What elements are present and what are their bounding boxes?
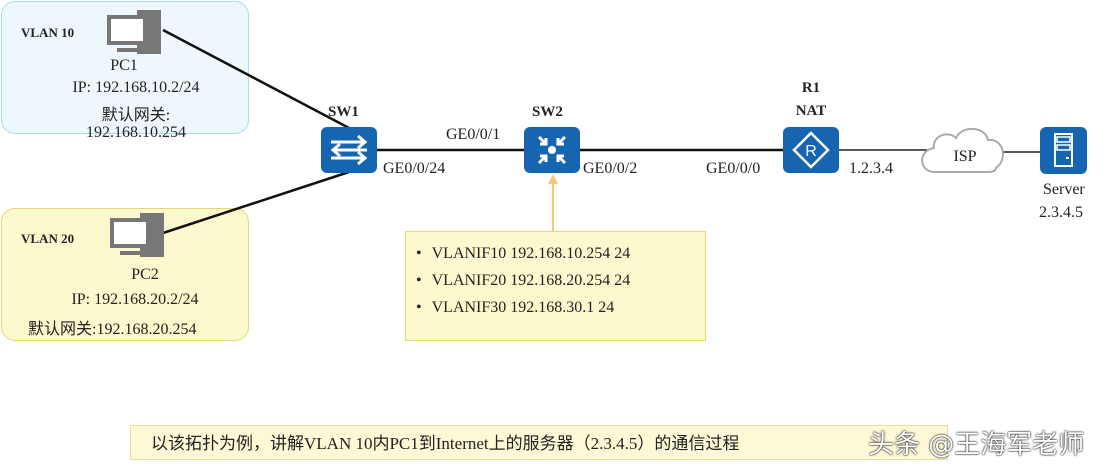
sw2-port-ge0-0-1: GE0/0/1 (446, 126, 501, 143)
pc2-name: PC2 (131, 266, 159, 283)
interface-item: VLANIF10 192.168.10.254 24 (416, 240, 705, 267)
pc1-ip: IP: 192.168.10.2/24 (72, 79, 200, 96)
sw2-interfaces-callout: VLANIF10 192.168.10.254 24 VLANIF20 192.… (405, 231, 706, 341)
r1-label: R1 (801, 80, 821, 96)
r1-port-ge0-0-0: GE0/0/0 (706, 160, 761, 177)
vlan10-label: VLAN 10 (21, 25, 75, 40)
sw1-switch-icon[interactable] (321, 127, 377, 173)
link-pc1-sw1 (162, 28, 350, 130)
interface-item: VLANIF20 192.168.20.254 24 (416, 267, 705, 294)
svg-text:R: R (805, 143, 817, 160)
pc2-gateway: 默认网关:192.168.20.254 (28, 321, 197, 338)
interface-item: VLANIF30 192.168.30.1 24 (416, 294, 705, 321)
r1-role: NAT (795, 103, 827, 119)
r1-public-ip: 1.2.3.4 (849, 160, 893, 177)
server-icon[interactable] (1040, 127, 1087, 174)
sw1-port-ge0-0-24: GE0/0/24 (383, 160, 446, 177)
callout-arrowhead (548, 174, 558, 184)
sw2-port-ge0-0-2: GE0/0/2 (583, 160, 638, 177)
watermark: 头条 @王海军老师 (868, 430, 1085, 460)
r1-router-icon[interactable]: R (783, 127, 839, 173)
pc2-computer-icon[interactable] (110, 213, 166, 259)
link-pc2-sw1 (159, 170, 350, 236)
sw1-label: SW1 (328, 104, 359, 120)
isp-label: ISP (953, 148, 977, 165)
pc1-gateway: 192.168.10.254 (86, 124, 186, 141)
isp-cloud-icon (921, 127, 1004, 173)
caption: 以该拓扑为例，讲解VLAN 10内PC1到Internet上的服务器（2.3.4… (130, 425, 948, 460)
sw2-label: SW2 (532, 104, 563, 120)
pc2-ip: IP: 192.168.20.2/24 (71, 291, 199, 308)
server-ip: 2.3.4.5 (1039, 204, 1083, 221)
pc1-gateway-label: 默认网关: (101, 107, 171, 124)
pc1-computer-icon[interactable] (107, 10, 163, 56)
pc1-name: PC1 (110, 57, 138, 74)
server-name: Server (1043, 181, 1085, 198)
vlan20-label: VLAN 20 (21, 231, 75, 246)
sw2-l3-switch-icon[interactable] (524, 127, 580, 173)
